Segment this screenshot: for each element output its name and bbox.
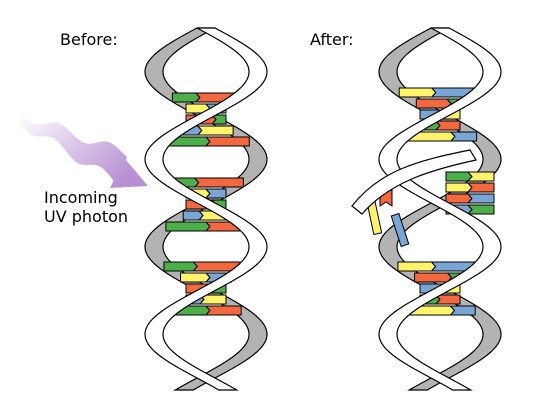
wavy-arrow-icon	[18, 114, 148, 188]
base	[204, 188, 227, 199]
base	[204, 136, 250, 147]
base	[466, 182, 495, 193]
base	[198, 294, 227, 305]
before-dna-helix	[144, 27, 268, 391]
base	[163, 261, 199, 272]
base	[449, 305, 476, 316]
photon-wave	[18, 114, 148, 188]
uv-photon-label: Incoming UV photon	[44, 188, 128, 226]
base	[414, 272, 453, 283]
base	[204, 305, 242, 316]
base	[196, 125, 234, 136]
base	[445, 171, 473, 182]
after-dna-helix	[351, 27, 502, 391]
base	[466, 204, 495, 215]
base	[193, 177, 244, 188]
base	[434, 120, 461, 131]
base	[165, 221, 211, 232]
back-backbone	[144, 27, 268, 391]
base	[210, 114, 227, 125]
uv-label-line1: Incoming	[44, 188, 118, 207]
base	[466, 193, 495, 204]
after-label: After:	[310, 30, 354, 49]
base	[415, 98, 452, 109]
base	[397, 261, 437, 272]
base	[180, 272, 211, 283]
base	[434, 294, 461, 305]
base	[171, 92, 201, 103]
back-backbone	[378, 27, 502, 391]
base	[445, 182, 473, 193]
base	[445, 193, 473, 204]
base	[449, 131, 478, 142]
front-backbone	[378, 27, 502, 391]
base	[466, 171, 495, 182]
base	[398, 87, 437, 98]
kinked-backbone	[351, 149, 477, 215]
base	[390, 212, 410, 248]
front-backbone	[144, 27, 268, 391]
uv-label-line2: UV photon	[44, 207, 129, 226]
before-label: Before:	[60, 30, 118, 49]
